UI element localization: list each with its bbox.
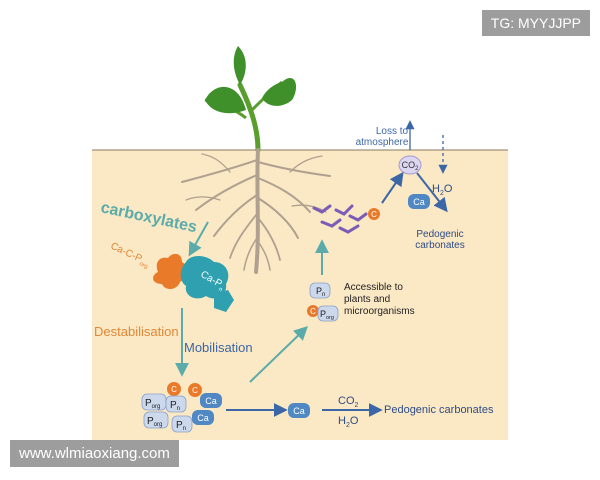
c-circle-microbe: C [368,208,380,220]
accessible-line-3: microorganisms [344,306,415,317]
leaf-left [205,86,246,114]
h2o-top-end: O [444,183,453,195]
co2-to-carbonates-arrow [416,172,448,213]
pn-chip-accessible: Pn [309,282,331,299]
plant-roots [181,148,331,274]
svg-text:Porg: Porg [147,416,162,428]
ca-c-porg-sub: org [138,261,148,270]
atmosphere-label: atmosphere [356,137,409,148]
porg-chip-2: Porg [143,411,169,429]
released-p-cluster: C C Porg Pn Ca Porg Pn Ca [141,382,222,433]
c-circle-1: C [167,382,181,396]
pedogenic-bottom-label: Pedogenic carbonates [384,404,494,416]
co2-bottom-sub: 2 [355,402,359,409]
co2-top-sub: 2 [415,166,419,172]
svg-text:Porg: Porg [145,398,160,410]
porg-chip-1: Porg [141,393,167,411]
leaf-top [233,46,246,85]
h2o-top: H [432,183,440,195]
pedogenic-top-1: Pedogenic [416,229,463,240]
mobilisation-label: Mobilisation [184,340,253,355]
svg-text:Pn: Pn [176,420,186,432]
svg-text:Ca: Ca [205,396,217,406]
svg-text:C: C [310,307,316,316]
cluster-to-accessible-arrow [249,326,309,383]
loss-label: Loss to [376,126,409,137]
ca-pn-sub: n [217,287,223,294]
watermark-top: TG: MYYJJPP [481,10,590,36]
svg-text:CO2: CO2 [402,160,420,172]
svg-text:C: C [371,210,377,219]
pn-chip-1: Pn [165,395,187,413]
destabilisation-label: Destabilisation [94,324,179,339]
ca-chip-2: Ca [192,410,214,425]
leaf-right [262,78,297,106]
co2-bubble [398,155,422,175]
svg-text:Pn: Pn [316,286,325,298]
ca-chip-1: Ca [200,393,222,408]
svg-text:H2O: H2O [338,415,359,429]
pedogenic-top-2: carbonates [415,240,464,251]
svg-text:Ca: Ca [293,406,305,416]
c-circle-2: C [188,383,202,397]
co2-bottom: CO [338,395,355,407]
h2o-bottom: H [338,415,346,427]
accessible-line-2: plants and [344,294,390,305]
h2o-bottom-sub: 2 [346,422,350,429]
ca-chip-bottom: Ca [288,403,310,418]
watermark-bottom: www.wlmiaoxiang.com [10,440,179,467]
microorganisms-icon [312,204,368,234]
co2-top: CO [402,160,416,170]
svg-text:C: C [192,386,198,395]
roots-to-complex-arrow [188,221,209,257]
svg-text:Ca: Ca [413,197,425,207]
svg-text:Porg: Porg [320,309,334,321]
pn-chip-2: Pn [171,415,193,433]
accessible-line-1: Accessible to [344,282,403,293]
svg-text:CO2: CO2 [338,395,359,409]
c-to-co2-arrow [381,171,404,204]
plant-shoot [204,46,297,153]
h2o-top-sub: 2 [440,190,444,197]
c-porg-accessible: C Porg [307,305,339,322]
svg-text:Pn: Pn [170,400,180,412]
svg-text:Ca: Ca [197,413,209,423]
ca-pn-small [214,290,234,312]
ca-pn-complex [180,256,229,299]
h2o-bottom-end: O [350,415,359,427]
ca-chip-top: Ca [408,194,430,209]
svg-text:C: C [171,385,177,394]
ca-c-porg-complex [153,253,188,289]
svg-text:H2O: H2O [432,183,453,197]
